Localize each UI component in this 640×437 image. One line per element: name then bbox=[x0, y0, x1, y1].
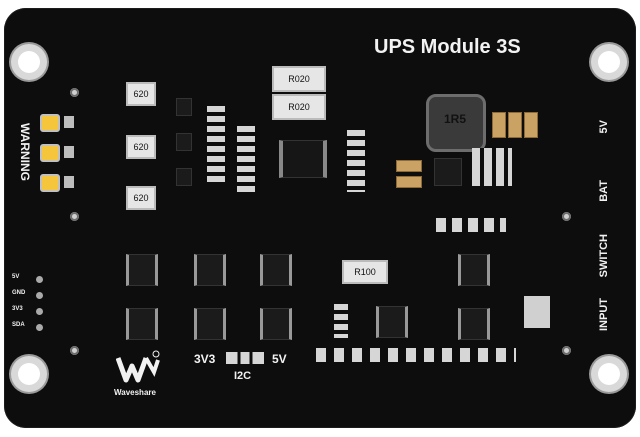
header-pin-2 bbox=[36, 292, 43, 299]
resistor-array-3 bbox=[347, 130, 365, 192]
mosfet-9 bbox=[376, 306, 408, 338]
header-pin-1 bbox=[36, 276, 43, 283]
capacitor-4 bbox=[396, 160, 422, 172]
warning-label: WARNING bbox=[18, 123, 32, 181]
inductor bbox=[426, 94, 486, 152]
charger-ic bbox=[434, 158, 462, 186]
mounting-hole-top-left bbox=[18, 51, 40, 73]
pcb-board: UPS Module 3S WARNING 620 620 620 R020 R… bbox=[4, 8, 636, 428]
transistor-3 bbox=[176, 168, 192, 186]
mounting-hole-bottom-left bbox=[18, 363, 40, 385]
led-resistor-3 bbox=[64, 176, 74, 188]
led-resistor-2 bbox=[64, 146, 74, 158]
resistor-array-2 bbox=[237, 126, 255, 196]
label-3v3: 3V3 bbox=[194, 352, 216, 366]
capacitor-3 bbox=[524, 112, 538, 138]
shunt-r020-bottom: R020 bbox=[272, 94, 326, 120]
mosfet-2 bbox=[194, 254, 226, 286]
waveshare-logo-icon bbox=[115, 350, 160, 386]
warning-led-2 bbox=[40, 144, 60, 162]
shunt-r020-top: R020 bbox=[272, 66, 326, 92]
mosfet-1 bbox=[126, 254, 158, 286]
label-switch: SWITCH bbox=[598, 234, 610, 278]
pin-label-5v: 5V bbox=[12, 274, 20, 280]
via-2 bbox=[70, 212, 79, 221]
resistor-r100: R100 bbox=[342, 260, 388, 284]
pin-label-sda: SDA bbox=[12, 322, 25, 328]
capacitor-2 bbox=[508, 112, 522, 138]
main-ic bbox=[279, 140, 327, 178]
label-input: INPUT bbox=[598, 298, 610, 331]
transistor-1 bbox=[176, 98, 192, 116]
mosfet-3 bbox=[260, 254, 292, 286]
via-3 bbox=[70, 346, 79, 355]
mosfet-5 bbox=[194, 308, 226, 340]
label-bat: BAT bbox=[598, 180, 610, 202]
mosfet-6 bbox=[260, 308, 292, 340]
mosfet-4 bbox=[126, 308, 158, 340]
warning-led-3 bbox=[40, 174, 60, 192]
mosfet-8 bbox=[458, 308, 490, 340]
pin-label-3v3: 3V3 bbox=[12, 306, 23, 312]
label-5v-top: 5V bbox=[598, 120, 610, 134]
capacitor-1 bbox=[492, 112, 506, 138]
label-i2c: I2C bbox=[234, 370, 252, 382]
passive-cluster-1 bbox=[472, 148, 512, 186]
resistor-620-c: 620 bbox=[126, 186, 156, 210]
header-pin-4 bbox=[36, 324, 43, 331]
brand-name: Waveshare bbox=[114, 388, 156, 397]
i2c-jumper bbox=[226, 352, 264, 364]
input-connector bbox=[524, 296, 550, 328]
pin-label-gnd: GND bbox=[12, 290, 26, 296]
mounting-hole-top-right bbox=[598, 51, 620, 73]
mounting-hole-bottom-right bbox=[598, 363, 620, 385]
via-1 bbox=[70, 88, 79, 97]
inductor-label: 1R5 bbox=[444, 112, 467, 126]
resistor-array-1 bbox=[207, 106, 225, 186]
via-4 bbox=[562, 212, 571, 221]
led-resistor-1 bbox=[64, 116, 74, 128]
capacitor-5 bbox=[396, 176, 422, 188]
header-pin-3 bbox=[36, 308, 43, 315]
warning-led-1 bbox=[40, 114, 60, 132]
mosfet-7 bbox=[458, 254, 490, 286]
resistor-620-a: 620 bbox=[126, 82, 156, 106]
passive-row-top bbox=[436, 218, 506, 232]
passive-column bbox=[334, 304, 348, 338]
passive-row-bottom bbox=[316, 348, 516, 362]
label-5v-bottom: 5V bbox=[272, 352, 287, 366]
transistor-2 bbox=[176, 133, 192, 151]
resistor-620-b: 620 bbox=[126, 135, 156, 159]
via-5 bbox=[562, 346, 571, 355]
board-title: UPS Module 3S bbox=[374, 36, 521, 58]
